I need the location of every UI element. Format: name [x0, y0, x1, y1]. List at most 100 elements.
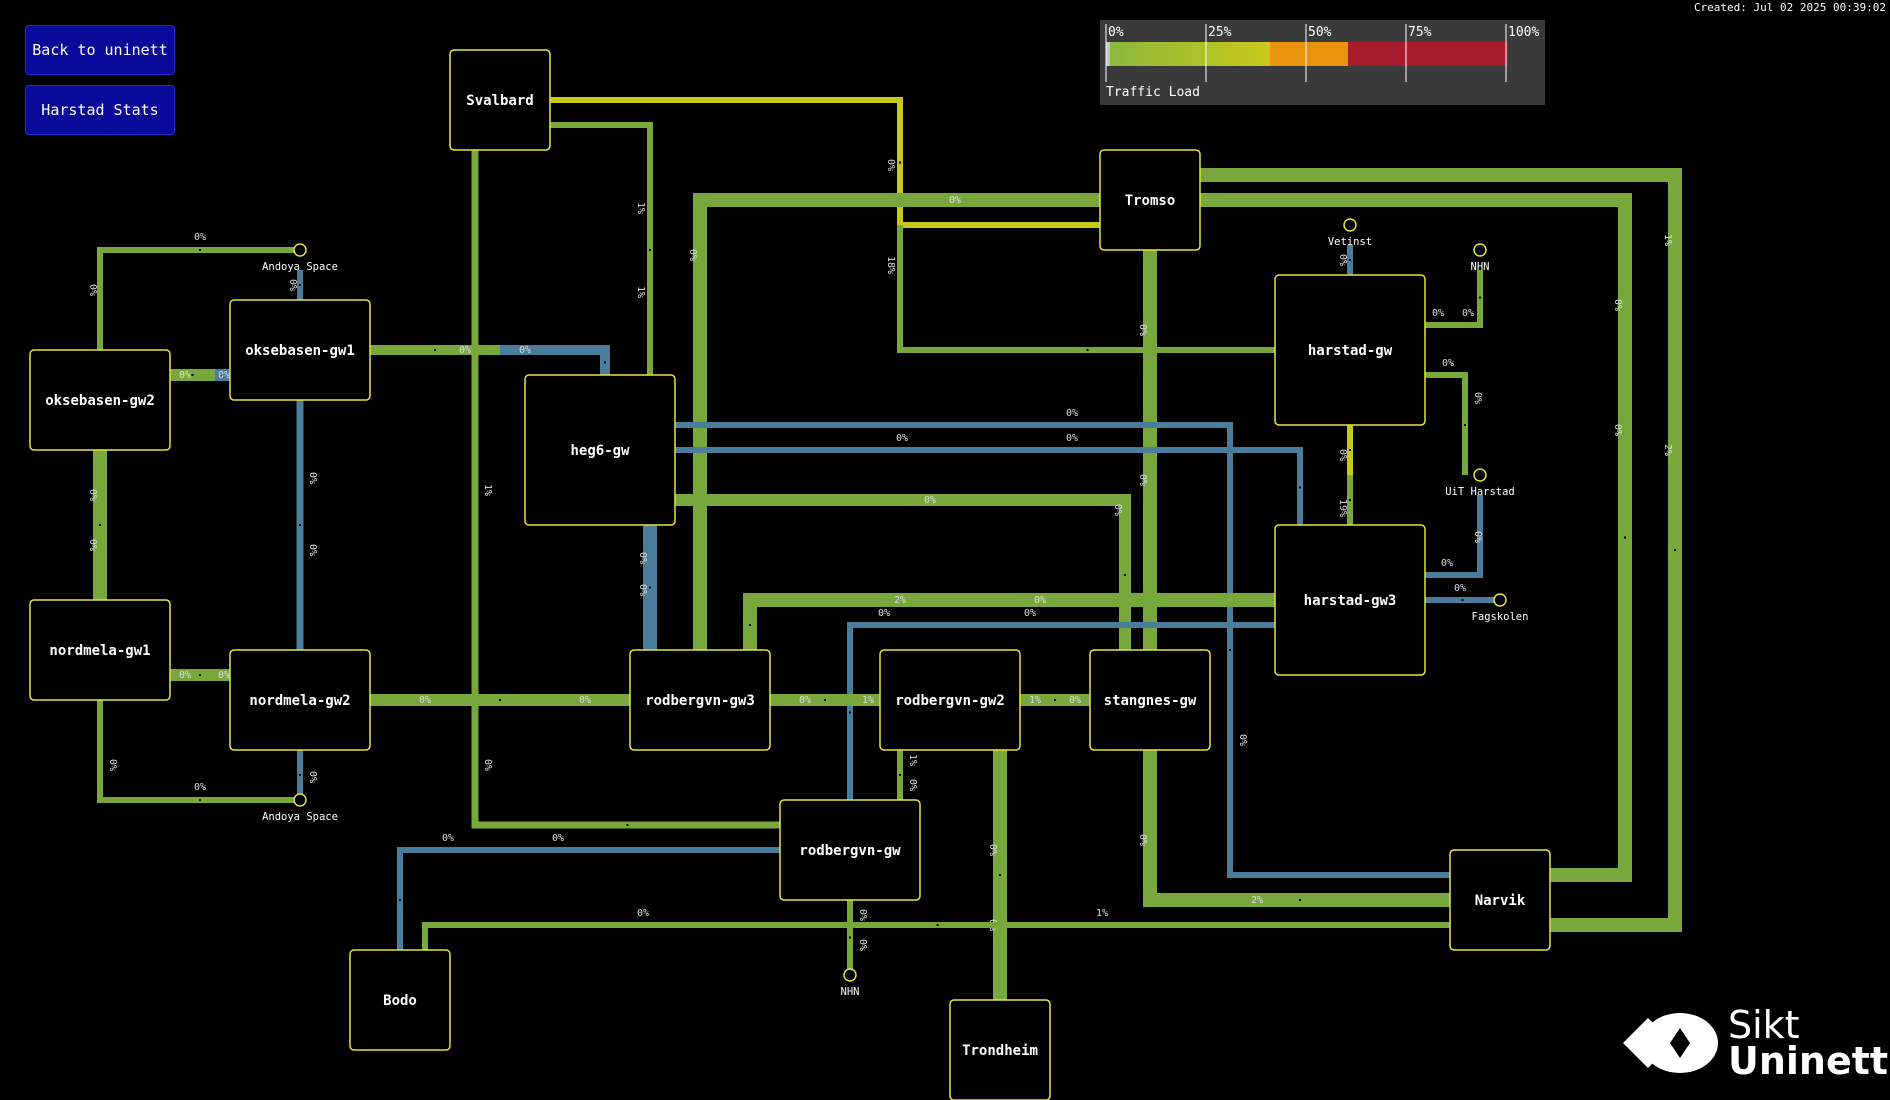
link-nordmela-gw2-andoya[interactable]: 0% — [297, 750, 318, 800]
node-label: nordmela-gw2 — [249, 693, 350, 709]
node-heg6-gw[interactable]: heg6-gw — [524, 374, 676, 526]
link-nordmela-gw2-rodbergvn-gw3[interactable]: 0%0% — [370, 694, 630, 706]
node-bodo[interactable]: Bodo — [349, 949, 451, 1051]
created-timestamp: Created: Jul 02 2025 00:39:02 — [1693, 1, 1886, 14]
link-load-label: 0% — [857, 909, 868, 921]
node-harstad-gw[interactable]: harstad-gw — [1274, 274, 1426, 426]
link-rodbergvn-gw-nhn[interactable]: 0%0% — [847, 900, 868, 975]
link-svalbard-harstad[interactable] — [897, 225, 1275, 353]
link-load-label: 0% — [194, 782, 206, 793]
link-load-label: 0% — [987, 844, 998, 856]
link-load-label: 0% — [218, 370, 230, 381]
link-load-label: 0% — [1137, 834, 1148, 846]
node-harstad-gw3[interactable]: harstad-gw3 — [1274, 524, 1426, 676]
node-label: rodbergvn-gw3 — [645, 693, 755, 709]
link-load-label: 0% — [896, 433, 908, 444]
link-load-label: 0% — [218, 670, 230, 681]
link-load-label: 0% — [107, 759, 118, 771]
node-oksebasen-gw2[interactable]: oksebasen-gw2 — [29, 349, 171, 451]
endpoint-label: NHN — [841, 986, 860, 998]
link-stangnes-narvik[interactable]: 0%2% — [1137, 750, 1450, 907]
link-load-label: 0% — [1112, 504, 1123, 516]
node-rodbergvn-gw3[interactable]: rodbergvn-gw3 — [629, 649, 771, 751]
link-nordmela-gw1-andoya[interactable]: 0% 0% — [97, 700, 300, 803]
node-narvik[interactable]: Narvik — [1449, 849, 1551, 951]
link-harstad-gw-nhn[interactable]: 0%0% — [1425, 270, 1483, 328]
link-harstad-gw3-rodbergvn-gw3[interactable]: 2%0% — [743, 593, 1275, 650]
endpoint-uit-harstad[interactable]: UiT Harstad — [1445, 468, 1515, 498]
link-heg6-harstad-gw3[interactable]: 0% 0% — [675, 433, 1303, 525]
link-harstad-gw-uit[interactable]: 0%0% — [1425, 358, 1483, 475]
node-stangnes-gw[interactable]: stangnes-gw — [1089, 649, 1211, 751]
link-rodbergvn-gw2-stangnes[interactable]: 1%0% — [1020, 694, 1090, 706]
endpoint-label: NHN — [1471, 261, 1490, 273]
link-oksebasen-gw1-heg6[interactable]: 0% — [370, 345, 500, 356]
link-oksebasen-gw2-gw1-b[interactable]: 0% — [215, 369, 230, 381]
link-load-label: 0% — [419, 695, 431, 706]
node-tromso[interactable]: Tromso — [1099, 149, 1201, 251]
harstad-stats-button[interactable]: Harstad Stats — [25, 85, 175, 135]
link-load-label: 0% — [87, 489, 98, 501]
link-bodo-narvik[interactable]: 0%1% — [422, 908, 1450, 950]
link-load-label: 18% — [885, 256, 896, 274]
endpoint-andoya-top[interactable]: Andoya Space — [262, 243, 338, 273]
node-nordmela-gw1[interactable]: nordmela-gw1 — [29, 599, 171, 701]
link-load-label: 0% — [287, 279, 298, 291]
back-to-uninett-button[interactable]: Back to uninett — [25, 25, 175, 75]
link-harstad-gw3-rodbergvn-gw[interactable]: 0%0% — [847, 608, 1275, 800]
link-harstad-gw-vetinst[interactable]: 0% — [1337, 245, 1353, 275]
endpoint-vetinst[interactable]: Vetinst — [1328, 218, 1372, 248]
endpoint-nhn-bottom[interactable]: NHN — [841, 968, 860, 998]
node-nordmela-gw2[interactable]: nordmela-gw2 — [229, 649, 371, 751]
endpoint-fagskolen[interactable]: Fagskolen — [1472, 593, 1529, 623]
node-rodbergvn-gw2[interactable]: rodbergvn-gw2 — [879, 649, 1021, 751]
link-oksebasen-gw1-nordmela-gw2[interactable]: 0%0% — [296, 400, 318, 650]
node-label: nordmela-gw1 — [49, 643, 150, 659]
node-trondheim[interactable]: Trondheim — [949, 999, 1051, 1100]
link-rodbergvn-gw2-trondheim[interactable]: 0%0% — [987, 750, 1007, 1000]
legend-title: Traffic Load — [1106, 85, 1200, 100]
link-load-label: 0% — [1024, 608, 1036, 619]
link-rodbergvn-gw-bodo[interactable]: 0% 0% — [397, 833, 780, 950]
link-load-label: 0% — [1066, 433, 1078, 444]
link-load-label: 0% — [1337, 254, 1348, 266]
link-load-label: 1% — [635, 202, 646, 214]
link-load-label: 0% — [637, 552, 648, 564]
link-rodbergvn-gw2-gw[interactable]: 1%0% — [897, 750, 918, 800]
link-heg6-narvik[interactable]: 0% 0% — [675, 408, 1450, 878]
link-harstad-gw3-uit[interactable]: 0%0% — [1425, 495, 1483, 578]
link-tromso-narvik-outer[interactable]: 1%2% — [1200, 168, 1682, 932]
link-heg6-rodbergvn-gw3[interactable]: 0% 0% — [637, 525, 657, 650]
link-load-label: 0% — [637, 908, 649, 919]
link-load-label: 0% — [949, 195, 961, 206]
endpoint-andoya-bottom[interactable]: Andoya Space — [262, 793, 338, 823]
link-andoya-oksebasen-gw1[interactable]: 0% — [287, 270, 303, 300]
link-rodbergvn-gw3-gw2[interactable]: 0%1% — [770, 694, 880, 706]
link-nordmela-gw1-gw2[interactable]: 0%0% — [170, 669, 230, 681]
node-rodbergvn-gw[interactable]: rodbergvn-gw — [779, 799, 921, 901]
link-heg6-oks-blue[interactable]: 0% — [500, 345, 610, 375]
node-svalbard[interactable]: Svalbard — [449, 49, 551, 151]
link-harstad-gw3-fagskolen[interactable]: 0% — [1425, 583, 1500, 603]
link-svalbard-rodbergvn[interactable]: 1% 0% — [471, 150, 780, 829]
endpoint-nhn-top[interactable]: NHN — [1471, 243, 1490, 273]
link-load-label: 0% — [307, 771, 318, 783]
link-tromso-narvik-inner[interactable]: 0% 0% — [1200, 193, 1632, 882]
link-oksebasen-nordmela[interactable]: 0%0% — [87, 450, 107, 600]
link-oksebasen-gw2-gw1[interactable]: 0% — [170, 369, 215, 381]
link-load-label: 0% — [1472, 531, 1483, 543]
link-load-label: 0% — [179, 370, 191, 381]
link-oksebasen-gw2-andoya[interactable]: 0%0% — [87, 232, 300, 350]
link-svalbard-tromso[interactable]: 0% 18% — [550, 97, 1100, 274]
legend-tick-25: 25% — [1208, 25, 1232, 40]
link-load-label: 0% — [442, 833, 454, 844]
link-load-label: 0% — [637, 584, 648, 596]
link-harstad-gw-gw3-b[interactable]: 19% — [1337, 475, 1353, 525]
link-load-label: 0% — [1337, 449, 1348, 461]
node-oksebasen-gw1[interactable]: oksebasen-gw1 — [229, 299, 371, 401]
link-harstad-gw-gw3[interactable]: 0% — [1337, 425, 1353, 475]
link-svalbard-heg6[interactable]: 1%1% — [550, 122, 653, 375]
link-load-label: 0% — [799, 695, 811, 706]
node-label: Narvik — [1475, 893, 1526, 909]
